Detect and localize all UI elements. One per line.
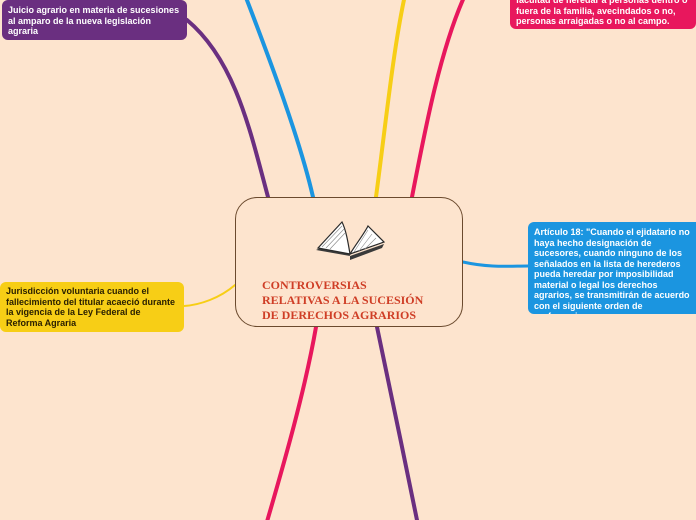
node-articulo-18[interactable]: Artículo 18: "Cuando el ejidatario no ha…: [528, 222, 696, 314]
branch-facultad: [410, 0, 466, 199]
branch-articulo: [461, 260, 530, 268]
branch-juicio: [185, 18, 270, 199]
central-topic[interactable]: CONTROVERSIAS RELATIVAS A LA SUCESIÓN DE…: [235, 197, 463, 327]
branch-blue-top: [244, 0, 315, 199]
node-facultad-heredar[interactable]: facultad de heredar a personas dentro o …: [510, 0, 696, 29]
node-juicio-agrario[interactable]: Juicio agrario en materia de sucesiones …: [2, 0, 187, 40]
branch-purple-bottom: [375, 325, 420, 520]
branch-yellow-top: [374, 0, 407, 199]
central-topic-title: CONTROVERSIAS RELATIVAS A LA SUCESIÓN DE…: [262, 278, 424, 322]
branch-pink-bottom: [265, 325, 318, 520]
branch-jurisdiccion: [183, 284, 236, 307]
node-jurisdiccion-voluntaria[interactable]: Jurisdicción voluntaria cuando el fallec…: [0, 282, 184, 332]
open-book-icon: [316, 220, 386, 260]
